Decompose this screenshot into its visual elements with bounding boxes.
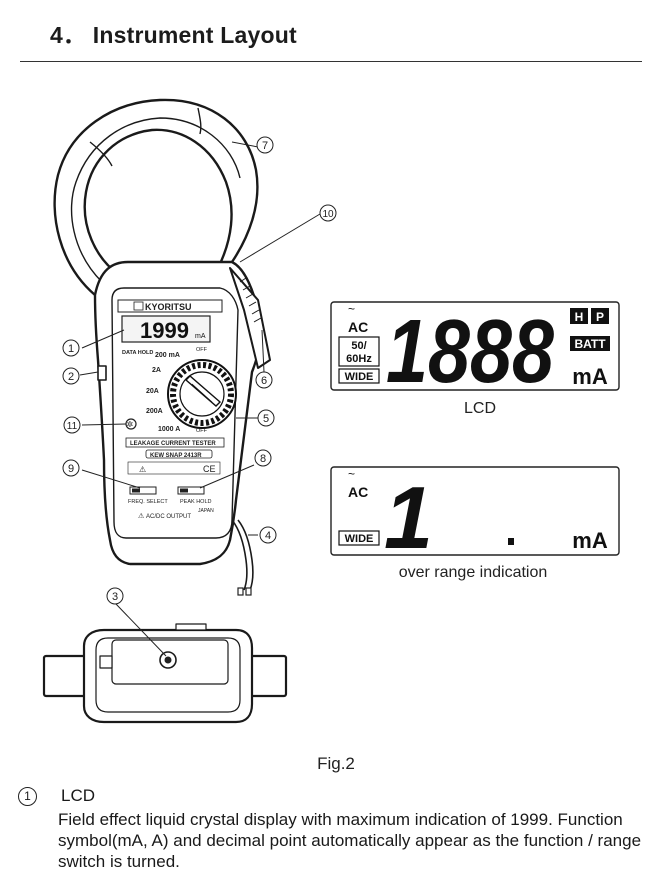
bottom-view <box>42 623 288 724</box>
range-200a: 200A <box>146 408 163 415</box>
callout-11: 11 <box>63 416 81 434</box>
ac-tilde-icon-over: ~ <box>348 467 355 481</box>
title-rule <box>20 61 642 62</box>
output-cable <box>231 519 248 591</box>
clamp-jaw <box>53 98 259 297</box>
svg-text:4: 4 <box>265 530 271 542</box>
svg-text:10: 10 <box>322 209 334 220</box>
item-title: LCD <box>61 786 96 805</box>
range-off-bottom: OFF <box>196 428 208 434</box>
over-ac-label: AC <box>348 484 368 500</box>
lcd-freq-line2: 60Hz <box>346 353 372 365</box>
model-name: KEW SNAP 2413R <box>150 453 202 459</box>
callout-2: 2 <box>62 367 80 385</box>
japan-label: JAPAN <box>198 508 214 514</box>
callout-10: 10 <box>319 204 337 222</box>
device-display: 1999 <box>140 318 189 343</box>
range-switch[interactable] <box>167 359 237 429</box>
over-range-caption: over range indication <box>398 564 548 581</box>
svg-text:2: 2 <box>68 371 74 383</box>
output-warning-icon: ⚠ <box>138 512 145 520</box>
lcd-freq-line1: 50/ <box>351 340 366 352</box>
peak-hold-switch[interactable] <box>177 486 205 495</box>
lcd-ac-label: AC <box>348 319 368 335</box>
svg-text:7: 7 <box>262 140 268 152</box>
item-description: Field effect liquid crystal display with… <box>58 810 642 871</box>
callout-7: 7 <box>256 136 274 154</box>
cable-plug <box>237 587 252 596</box>
callout-9: 9 <box>62 459 80 477</box>
peak-hold-label: PEAK HOLD <box>180 499 212 505</box>
svg-text:6: 6 <box>261 375 267 387</box>
ac-tilde-icon: ~ <box>348 302 355 316</box>
svg-text:1: 1 <box>68 343 74 355</box>
svg-text:3: 3 <box>112 591 118 603</box>
callout-1: 1 <box>62 339 80 357</box>
page-title: 4． Instrument Layout <box>50 22 297 48</box>
ce-mark: CE <box>203 464 216 474</box>
svg-text:5: 5 <box>263 413 269 425</box>
callout-leaders <box>79 141 321 657</box>
callout-3: 3 <box>106 587 124 605</box>
figure-caption: Fig.2 <box>317 754 355 773</box>
range-200ma: 200 mA <box>155 352 180 359</box>
output-label: AC/DC OUTPUT <box>146 514 191 520</box>
callout-8: 8 <box>254 449 272 467</box>
range-20a: 20A <box>146 388 159 395</box>
brand-label: KYORITSU <box>145 302 192 312</box>
over-wide-label: WIDE <box>345 533 374 545</box>
trigger-grip <box>239 277 262 323</box>
freq-select-switch[interactable] <box>129 486 157 495</box>
lcd-caption: LCD <box>463 400 496 417</box>
data-hold-button <box>97 365 107 381</box>
svg-text:11: 11 <box>67 421 78 432</box>
backlight-icon: ✲ <box>127 420 134 429</box>
range-off-top: OFF <box>196 347 208 353</box>
lcd-wide-label: WIDE <box>345 371 374 383</box>
callout-4: 4 <box>259 526 277 544</box>
callout-5: 5 <box>257 409 275 427</box>
range-2a: 2A <box>152 367 161 374</box>
lcd-unit: mA <box>572 364 608 389</box>
warning-icon: ⚠ <box>139 465 146 474</box>
lcd-full-panel: ~ AC 50/ 60Hz WIDE 1888 H P BATT mA <box>330 301 620 402</box>
over-decimal-point <box>508 538 514 545</box>
callout-6: 6 <box>255 371 273 389</box>
range-1000a: 1000 A <box>158 426 180 433</box>
over-unit: mA <box>572 528 608 553</box>
lcd-over-panel: ~ AC WIDE 1 mA <box>330 466 620 567</box>
lcd-peak-indicator: P <box>596 310 604 324</box>
device-display-unit: mA <box>195 333 206 340</box>
svg-text:8: 8 <box>260 453 266 465</box>
tester-name: LEAKAGE CURRENT TESTER <box>130 441 216 447</box>
data-hold-label: DATA HOLD <box>122 350 153 356</box>
lcd-segment-digits: 1888 <box>386 302 554 402</box>
instrument-figure: KYORITSU 1999 mA DATA HOLD 200 mA OFF 2A… <box>42 98 620 724</box>
lcd-batt-indicator: BATT <box>574 337 606 351</box>
lcd-hold-indicator: H <box>575 310 584 324</box>
brand-logo-icon <box>133 301 144 311</box>
svg-text:9: 9 <box>68 463 74 475</box>
item-lcd: 1 LCD Field effect liquid crystal displa… <box>16 786 656 872</box>
item-number: 1 <box>18 786 37 806</box>
freq-select-label: FREQ. SELECT <box>128 499 168 505</box>
device-lcd <box>121 315 211 343</box>
over-range-digit: 1 <box>384 468 433 567</box>
